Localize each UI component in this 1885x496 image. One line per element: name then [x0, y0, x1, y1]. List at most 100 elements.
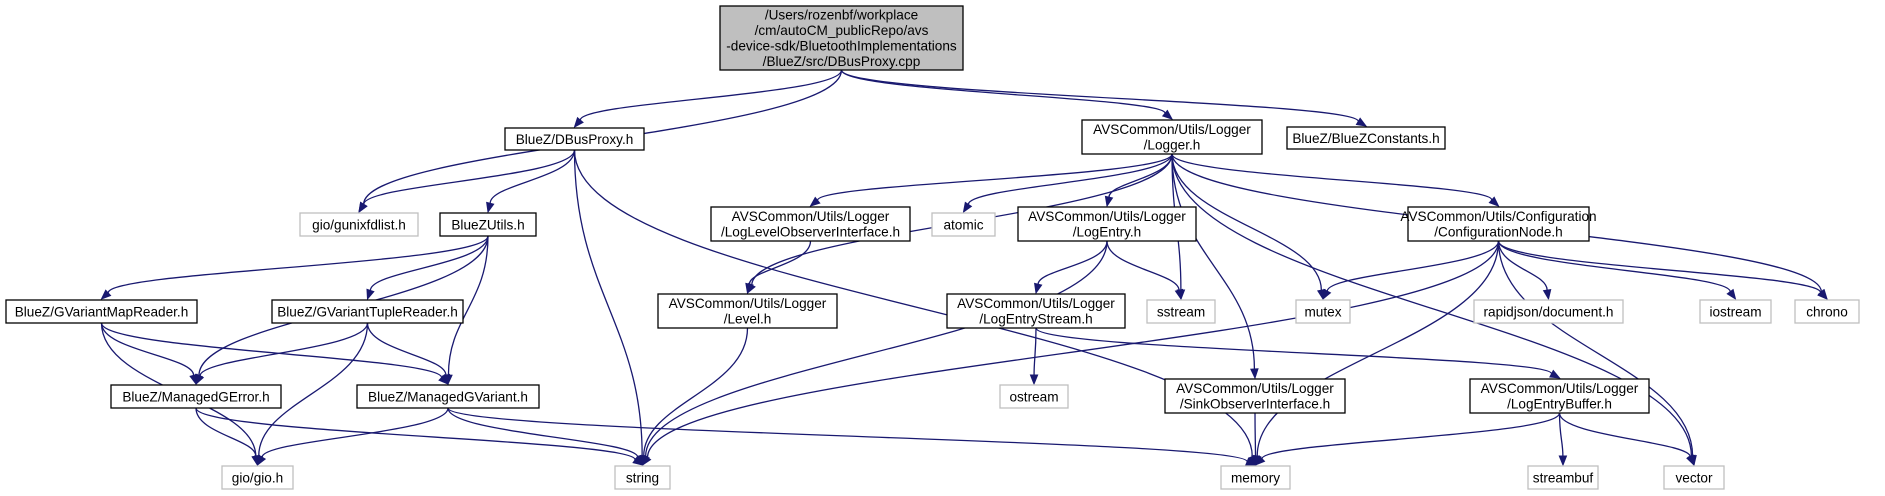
arrowhead-icon: [809, 196, 821, 207]
node-label-line: AVSCommon/Utils/Logger: [1093, 122, 1251, 137]
node-label-line: BlueZ/ManagedGVariant.h: [368, 389, 528, 404]
node-label-line: /BlueZ/src/DBusProxy.cpp: [763, 54, 921, 69]
arrowhead-icon: [256, 454, 267, 467]
node-box: [1699, 299, 1772, 324]
edge-line: [1035, 327, 1553, 375]
include-edge: [1106, 240, 1184, 301]
node-box: [1469, 378, 1650, 414]
edge-line: [100, 322, 443, 379]
arrowhead-icon: [1245, 457, 1257, 466]
include-edge: [641, 240, 1500, 467]
edge-line: [643, 327, 749, 457]
node-ostream: ostream: [999, 384, 1069, 409]
edge-line: [489, 149, 576, 204]
arrowhead-icon: [441, 373, 451, 386]
node-label-line: AVSCommon/Utils/Logger: [1028, 209, 1186, 224]
arrowhead-icon: [1558, 455, 1568, 467]
node-rapidjson: rapidjson/document.h: [1473, 299, 1624, 324]
edge-line: [579, 69, 843, 121]
node-box: [710, 206, 911, 242]
edge-line: [1106, 240, 1180, 291]
edge-line: [1171, 153, 1256, 370]
include-edge: [358, 149, 576, 214]
edge-line: [748, 240, 812, 285]
include-edge: [809, 153, 1173, 207]
arrowhead-icon: [1688, 454, 1697, 467]
arrowhead-icon: [1029, 374, 1039, 386]
node-label-line: BlueZUtils.h: [451, 217, 524, 232]
arrowhead-icon: [1726, 288, 1737, 301]
node-label-line: /Logger.h: [1144, 138, 1201, 153]
node-box: [504, 127, 645, 151]
node-label-line: /cm/autoCM_publicRepo/avs: [755, 23, 929, 38]
node-managedgerror-h[interactable]: BlueZ/ManagedGError.h: [110, 384, 282, 409]
node-label-line: ostream: [1009, 389, 1058, 404]
node-label-line: /LogEntryStream.h: [979, 312, 1092, 327]
arrowhead-icon: [1104, 195, 1114, 208]
node-confignode-h[interactable]: AVSCommon/Utils/Configuration/Configurat…: [1400, 206, 1597, 242]
edge-line: [1033, 327, 1037, 376]
edge-line: [1497, 240, 1548, 291]
node-box: [1146, 299, 1216, 324]
node-logentrybuffer-h[interactable]: AVSCommon/Utils/Logger/LogEntryBuffer.h: [1469, 378, 1650, 414]
node-logger-h[interactable]: AVSCommon/Utils/Logger/Logger.h: [1081, 119, 1263, 155]
node-box: [356, 384, 540, 409]
node-managedgvariant-h[interactable]: BlueZ/ManagedGVariant.h: [356, 384, 540, 409]
node-label-line: vector: [1675, 470, 1712, 485]
edge-line: [840, 69, 1359, 122]
node-bluezconstants-h[interactable]: BlueZ/BlueZConstants.h: [1286, 126, 1446, 150]
include-edge: [1253, 240, 1500, 467]
arrowhead-icon: [1322, 288, 1332, 301]
node-box: [1017, 206, 1197, 242]
node-sinkobserver-h[interactable]: AVSCommon/Utils/Logger/SinkObserverInter…: [1164, 378, 1346, 414]
node-box: [1473, 299, 1624, 324]
node-label-line: /LogLevelObserverInterface.h: [721, 225, 900, 240]
node-label-line: AVSCommon/Utils/Configuration: [1400, 209, 1596, 224]
node-box: [946, 293, 1126, 329]
edge-line: [369, 235, 489, 291]
node-label-line: AVSCommon/Utils/Logger: [957, 296, 1115, 311]
node-gvariantmapreader-h[interactable]: BlueZ/GVariantMapReader.h: [5, 299, 198, 324]
node-gvarianttuplereader-h[interactable]: BlueZ/GVariantTupleReader.h: [271, 299, 464, 324]
arrowhead-icon: [1549, 369, 1561, 379]
node-logentrystream-h[interactable]: AVSCommon/Utils/Logger/LogEntryStream.h: [946, 293, 1126, 329]
arrowhead-icon: [1355, 117, 1368, 127]
node-box: [1794, 299, 1860, 324]
include-edge: [1497, 240, 1828, 300]
node-dbusproxy-h[interactable]: BlueZ/DBusProxy.h: [504, 127, 645, 151]
node-box: [657, 293, 838, 329]
node-box: [439, 212, 537, 237]
node-box: [221, 465, 294, 490]
include-edge: [641, 240, 1108, 467]
node-loglevelobserver-h[interactable]: AVSCommon/Utils/Logger/LogLevelObserverI…: [710, 206, 911, 242]
node-label-line: /Users/rozenbf/workplace: [765, 8, 918, 23]
include-edge: [366, 235, 489, 301]
node-box: [1527, 465, 1599, 490]
arrowhead-icon: [962, 201, 973, 214]
node-box: [1220, 465, 1291, 490]
edge-line: [1171, 153, 1693, 457]
edge-line: [195, 407, 257, 457]
node-logentry-h[interactable]: AVSCommon/Utils/Logger/LogEntry.h: [1017, 206, 1197, 242]
include-edge: [1035, 327, 1561, 379]
node-label-line: atomic: [943, 217, 983, 232]
node-box: [110, 384, 282, 409]
node-label-line: BlueZ/BlueZConstants.h: [1292, 131, 1439, 146]
node-bluezutils-h[interactable]: BlueZUtils.h: [439, 212, 537, 237]
node-box: [719, 5, 964, 71]
edge-line: [1171, 153, 1323, 291]
include-edge: [256, 407, 449, 467]
include-edge: [195, 407, 260, 467]
include-edge: [745, 240, 812, 295]
include-edge: [639, 327, 749, 467]
node-label-line: gio/gunixfdlist.h: [312, 217, 406, 232]
edge-line: [195, 407, 636, 461]
nodes-layer: /Users/rozenbf/workplace/cm/autoCM_publi…: [5, 5, 1860, 490]
node-label-line: AVSCommon/Utils/Logger: [1481, 381, 1639, 396]
node-string: string: [614, 465, 671, 490]
arrowhead-icon: [100, 289, 112, 300]
edge-line: [1261, 412, 1561, 460]
node-level-h[interactable]: AVSCommon/Utils/Logger/Level.h: [657, 293, 838, 329]
node-box: [1295, 299, 1351, 324]
edge-line: [1558, 412, 1564, 457]
